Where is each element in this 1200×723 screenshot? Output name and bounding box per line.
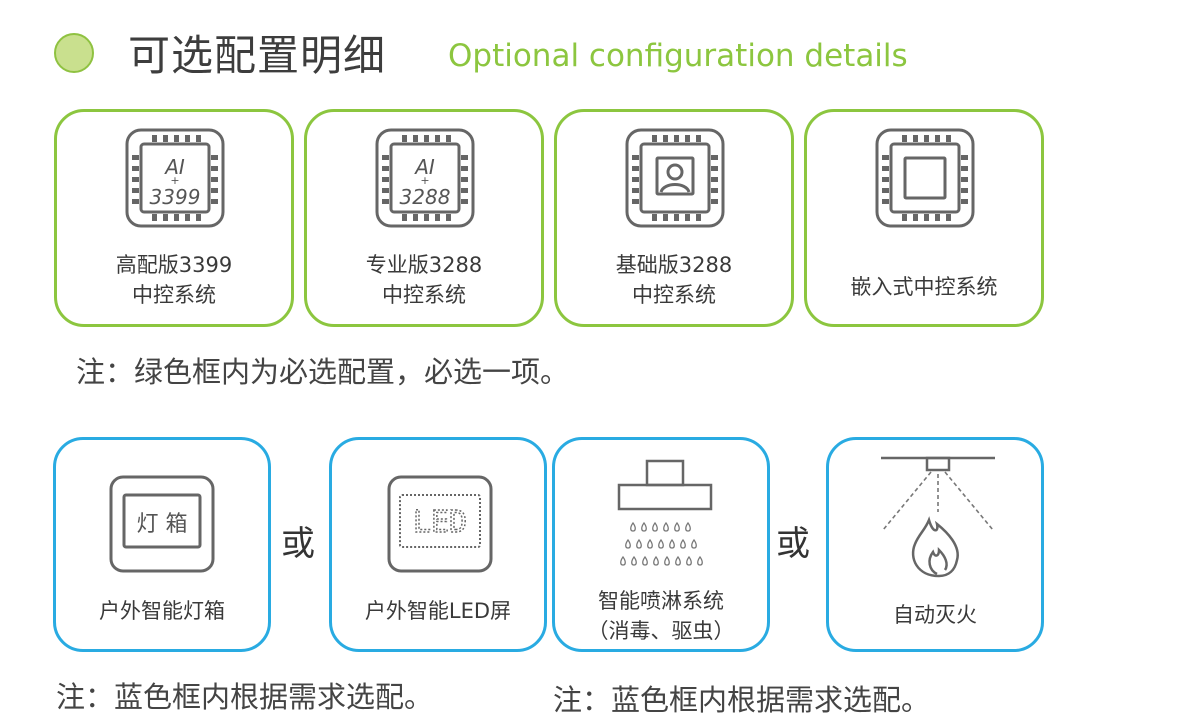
card-label-line2: （消毒、驱虫） [587,619,735,643]
card-basic-3288[interactable]: 基础版3288 中控系统 [554,109,794,327]
card-fire-extinguish[interactable]: 自动灭火 [826,437,1044,652]
card-label-line1: 智能喷淋系统 [598,589,724,613]
card-label-line1: 专业版3288 [365,253,483,277]
card-spray-system[interactable]: 智能喷淋系统 （消毒、驱虫） [552,437,770,652]
fire-extinguish-icon [881,456,995,578]
card-high-config-3399[interactable]: AI + 3399 高配版3399 中控系统 [54,109,294,327]
title-dot-icon [54,33,94,73]
card-lightbox[interactable]: 灯 箱 户外智能灯箱 [53,437,271,652]
page-title: 可选配置明细 [128,31,387,80]
chip-face-icon [625,128,725,228]
card-pro-3288[interactable]: AI + 3288 专业版3288 中控系统 [304,109,544,327]
card-label: 自动灭火 [893,603,977,627]
spray-icon [617,459,713,566]
led-screen-icon: LED [387,475,493,573]
card-label-line2: 中控系统 [632,283,716,307]
or-separator: 或 [281,524,315,564]
required-note: 注：绿色框内为必选配置，必选一项。 [76,355,570,389]
card-label: 户外智能灯箱 [99,599,225,623]
chip-text-plus: + [420,174,429,187]
chip-text-ai: AI [413,155,435,179]
chip-text-model: 3288 [400,185,451,209]
or-separator: 或 [776,524,810,564]
chip-ai-3399-icon: AI + 3399 [125,128,225,228]
lightbox-icon-text: 灯 箱 [137,512,188,537]
card-label-line1: 基础版3288 [615,253,733,277]
led-icon-text: LED [413,505,467,540]
chip-text-ai: AI [163,155,185,179]
card-label-line1: 高配版3399 [115,253,233,277]
card-label-line2: 中控系统 [382,283,466,307]
optional-note-right: 注：蓝色框内根据需求选配。 [553,683,931,717]
card-label-line1: 嵌入式中控系统 [850,275,998,299]
lightbox-icon: 灯 箱 [109,475,215,573]
chip-text-plus: + [170,174,179,187]
chip-text-model: 3399 [150,185,201,209]
card-embedded[interactable]: 嵌入式中控系统 [804,109,1044,327]
card-label-line2: 中控系统 [132,283,216,307]
card-label: 户外智能LED屏 [364,599,512,623]
chip-blank-icon [875,128,975,228]
card-led-screen[interactable]: LED 户外智能LED屏 [329,437,547,652]
page-subtitle-en: Optional configuration details [448,38,908,74]
optional-note-left: 注：蓝色框内根据需求选配。 [56,680,434,714]
chip-ai-3288-icon: AI + 3288 [375,128,475,228]
